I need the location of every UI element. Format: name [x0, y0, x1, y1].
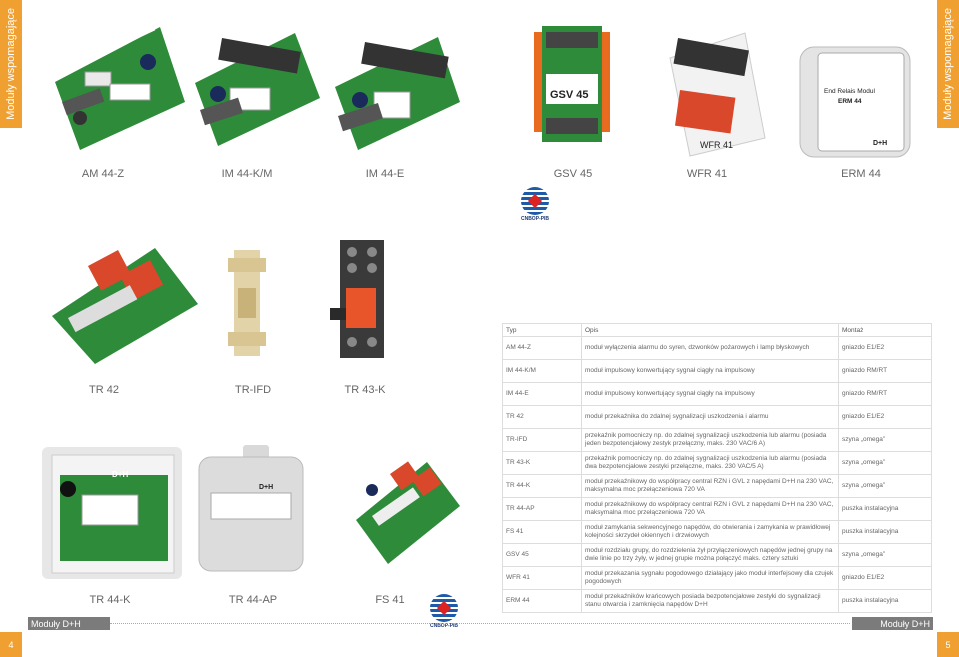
row-desc: moduł przekaźników krańcowych posiada be…	[581, 589, 839, 613]
photo-tr43k	[330, 240, 384, 358]
page-number-right: 5	[937, 632, 959, 657]
row-mount: szyna „omega”	[838, 474, 932, 498]
row-mount: puszka instalacyjna	[838, 520, 932, 544]
row-type: GSV 45	[502, 543, 582, 567]
caption-im44e: IM 44-E	[365, 168, 405, 180]
row-desc: moduł przekaźnika do zdalnej sygnalizacj…	[581, 405, 839, 429]
photo-fs41	[356, 461, 460, 564]
row-type: AM 44-Z	[502, 336, 582, 360]
erm-title: End Relais Modul	[824, 88, 875, 95]
photo-im44e	[335, 37, 460, 150]
page-number-left: 4	[0, 632, 22, 657]
row-mount: gniazdo E1/E2	[838, 566, 932, 590]
caption-tr-ifd: TR-IFD	[234, 384, 272, 396]
row-type: WFR 41	[502, 566, 582, 590]
caption-wfr41: WFR 41	[686, 168, 728, 180]
row-type: TR 42	[502, 405, 582, 429]
gsv-label: GSV 45	[550, 89, 589, 101]
row-desc: moduł przekaźnikowy do współpracy centra…	[581, 497, 839, 521]
header-type: Typ	[502, 323, 582, 337]
caption-am44z: AM 44-Z	[81, 168, 125, 180]
row-desc: moduł zamykania sekwencyjnego napędów, d…	[581, 520, 839, 544]
header-desc: Opis	[581, 323, 839, 337]
erm-code: ERM 44	[838, 98, 862, 105]
row-type: FS 41	[502, 520, 582, 544]
erm-brand: D+H	[873, 140, 887, 147]
row-type: TR 44-AP	[502, 497, 582, 521]
side-tab-left: Moduły wspomagające	[0, 0, 22, 128]
row-mount: gniazdo RM/RT	[838, 382, 932, 406]
caption-tr42: TR 42	[89, 384, 119, 396]
row-mount: szyna „omega”	[838, 428, 932, 452]
row-type: TR 44-K	[502, 474, 582, 498]
caption-tr44ap: TR 44-AP	[228, 594, 278, 606]
caption-tr43k: TR 43-K	[344, 384, 386, 396]
row-desc: moduł rozdziału grupy, do rozdzielenia ż…	[581, 543, 839, 567]
table-header-row: Typ Opis Montaż	[502, 323, 932, 337]
row-desc: moduł przekaźnikowy do współpracy centra…	[581, 474, 839, 498]
cnbop-logo-bottom: CNBOP-PIB	[429, 594, 459, 632]
row-mount: gniazdo E1/E2	[838, 336, 932, 360]
tr44ap-brand: D+H	[259, 484, 273, 491]
side-tab-right: Moduły wspomagające	[937, 0, 959, 128]
row-desc: moduł wyłączenia alarmu do syren, dzwonk…	[581, 336, 839, 360]
row-mount: puszka instalacyjna	[838, 497, 932, 521]
photo-tr44k: D+H	[42, 447, 182, 579]
photo-tr-ifd	[228, 250, 266, 356]
photo-am44z	[55, 22, 185, 150]
photo-wfr41: WFR 41	[669, 32, 766, 157]
caption-gsv45: GSV 45	[553, 168, 593, 180]
row-desc: moduł przekazania sygnału pogodowego dzi…	[581, 566, 839, 590]
footer-divider	[110, 623, 850, 624]
row-desc: przekaźnik pomocniczy np. do zdalnej syg…	[581, 451, 839, 475]
caption-fs41: FS 41	[375, 594, 405, 606]
row-mount: szyna „omega”	[838, 451, 932, 475]
caption-im44km: IM 44-K/M	[221, 168, 273, 180]
row-type: ERM 44	[502, 589, 582, 613]
row-mount: puszka instalacyjna	[838, 589, 932, 613]
row-type: IM 44-K/M	[502, 359, 582, 383]
footer-label-left: Moduły D+H	[28, 617, 110, 630]
photo-im44km	[195, 33, 320, 146]
caption-tr44k: TR 44-K	[89, 594, 131, 606]
footer-label-right: Moduły D+H	[852, 617, 933, 630]
photo-erm44: End Relais Modul ERM 44 D+H	[799, 46, 911, 158]
wfr-label: WFR 41	[700, 140, 733, 150]
row-type: TR 43-K	[502, 451, 582, 475]
row-type: TR-IFD	[502, 428, 582, 452]
row-mount: szyna „omega”	[838, 543, 932, 567]
photo-tr42	[52, 248, 198, 364]
photo-tr44ap: D+H	[198, 445, 304, 572]
row-desc: moduł impulsowy konwertujący sygnał ciąg…	[581, 382, 839, 406]
row-mount: gniazdo E1/E2	[838, 405, 932, 429]
header-mount: Montaż	[838, 323, 932, 337]
row-desc: przekaźnik pomocniczy np. do zdalnej syg…	[581, 428, 839, 452]
tr44k-brand: D+H	[112, 470, 128, 479]
row-mount: gniazdo RM/RT	[838, 359, 932, 383]
row-desc: moduł impulsowy konwertujący sygnał ciąg…	[581, 359, 839, 383]
caption-erm44: ERM 44	[841, 168, 881, 180]
photo-gsv45: GSV 45	[534, 26, 610, 142]
cnbop-logo: CNBOP-PIB	[520, 187, 550, 225]
row-type: IM 44-E	[502, 382, 582, 406]
